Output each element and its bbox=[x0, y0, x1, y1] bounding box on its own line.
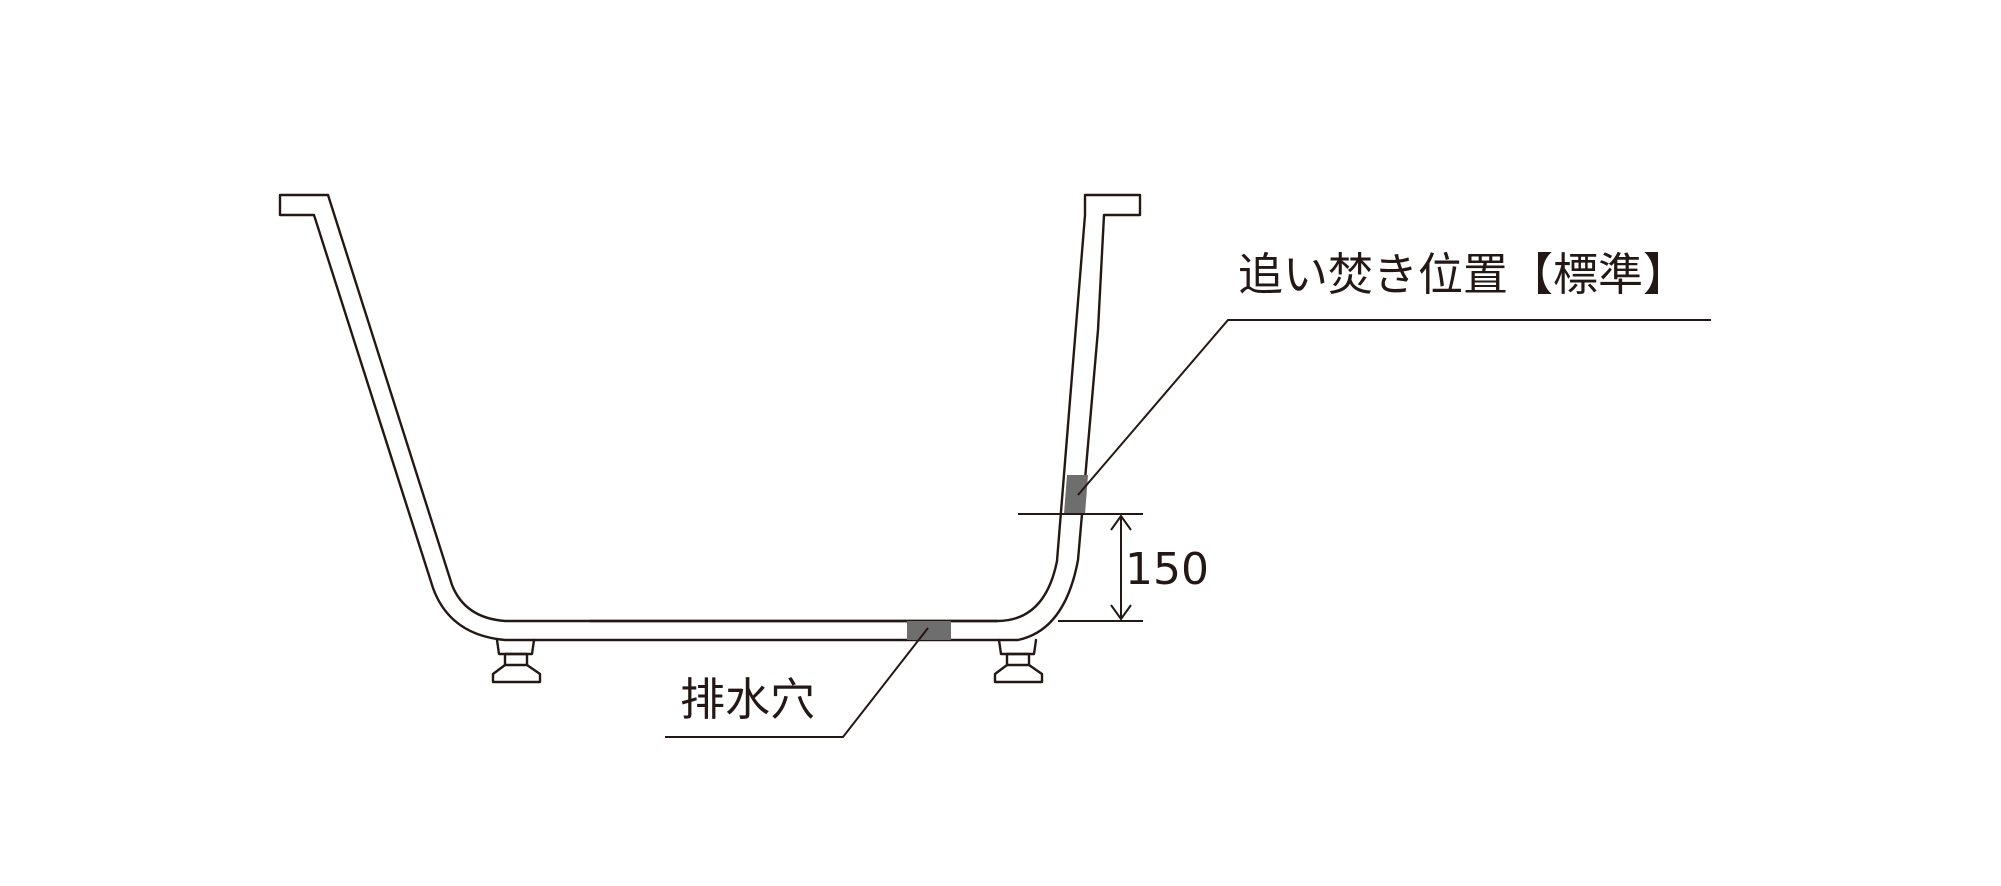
drain-hole-marker bbox=[907, 621, 951, 640]
dimension-label: 150 bbox=[1125, 544, 1209, 595]
reheat-position-callout: 追い焚き位置【標準】 bbox=[1077, 248, 1711, 496]
left-support-foot bbox=[491, 638, 542, 684]
drain-hole-label: 排水穴 bbox=[680, 673, 815, 726]
right-support-foot bbox=[993, 638, 1044, 684]
dimension-arrow-top bbox=[1110, 514, 1132, 531]
tub-outer-outline bbox=[278, 193, 1142, 642]
reheat-port-marker bbox=[1064, 475, 1088, 514]
drain-hole-callout: 排水穴 bbox=[665, 627, 929, 738]
drain-leader-line bbox=[665, 627, 929, 738]
reheat-leader-line bbox=[1077, 319, 1711, 496]
dimension-arrow-bottom bbox=[1110, 604, 1132, 621]
height-dimension: 150 bbox=[1018, 513, 1209, 622]
bathtub-shell bbox=[278, 193, 1142, 642]
reheat-position-label: 追い焚き位置【標準】 bbox=[1238, 248, 1688, 301]
